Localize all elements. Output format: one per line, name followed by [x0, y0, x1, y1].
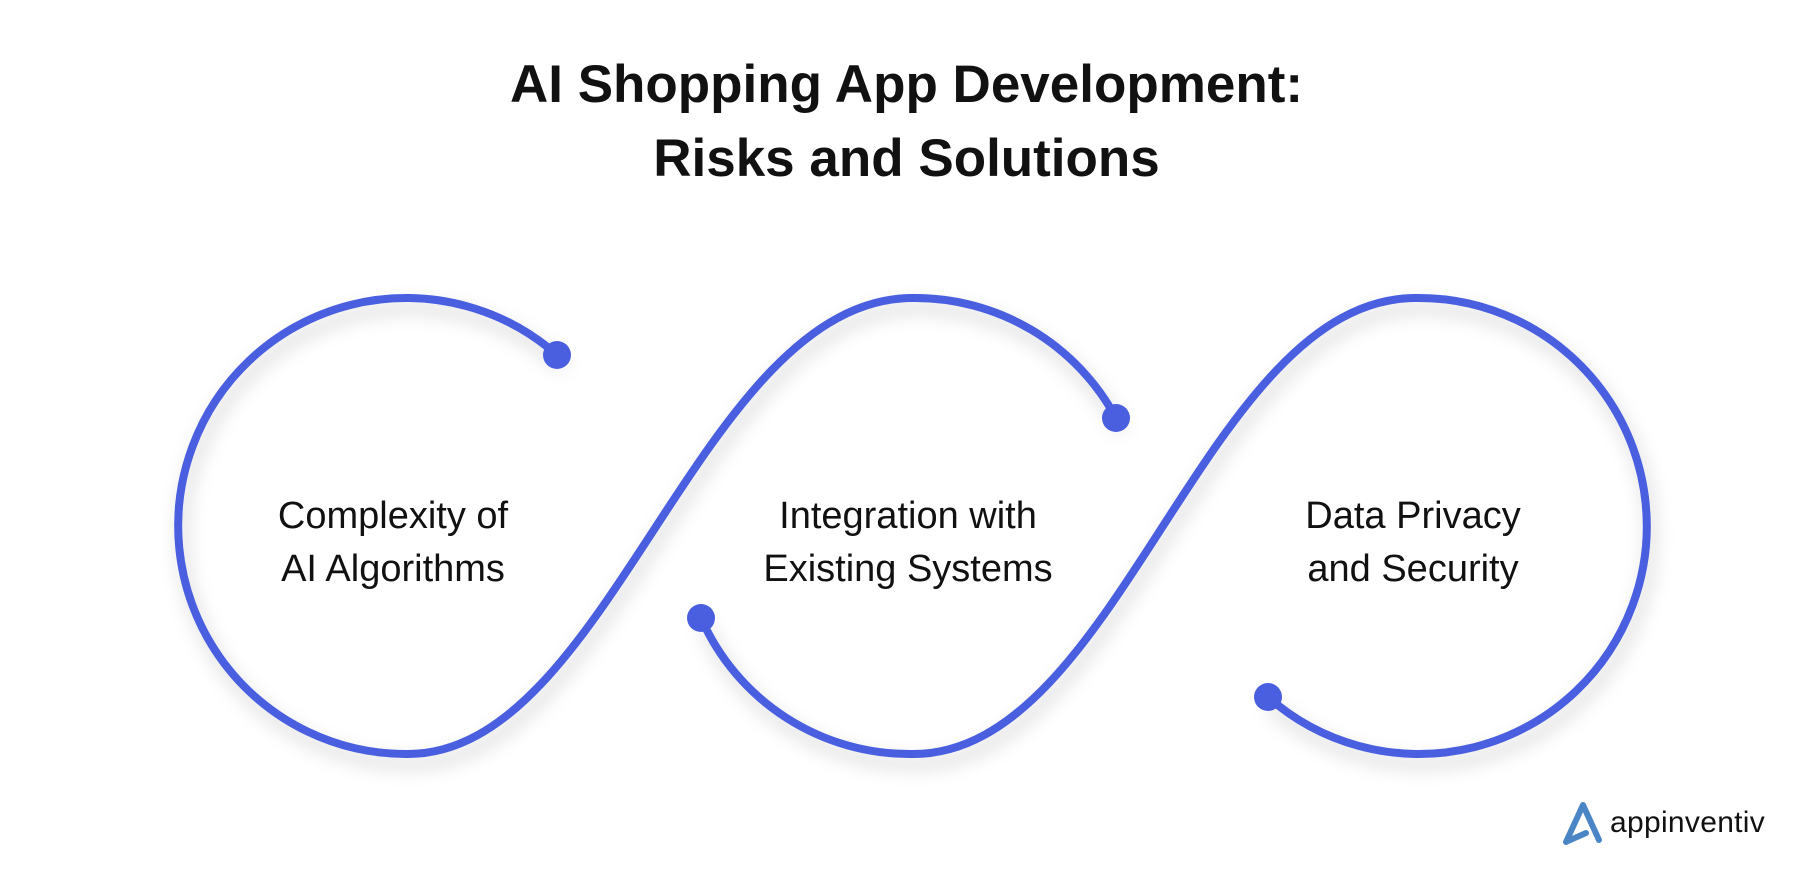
- step-3-line-2: and Security: [1307, 548, 1519, 590]
- title-line-2: Risks and Solutions: [653, 129, 1160, 188]
- brand-name: appinventiv: [1610, 806, 1766, 839]
- step-2-line-2: Existing Systems: [763, 548, 1053, 590]
- step-2-line-1: Integration with: [779, 495, 1037, 537]
- step-1-line-1: Complexity of: [277, 495, 509, 537]
- endpoint-dot: [543, 341, 571, 369]
- step-label-3: Data Privacy and Security: [1223, 490, 1603, 596]
- step-1-line-2: AI Algorithms: [281, 548, 505, 590]
- appinventiv-logo-icon: [1563, 802, 1602, 845]
- wave-path-1: [174, 293, 1120, 759]
- page-title: AI Shopping App Development: Risks and S…: [0, 48, 1813, 196]
- step-label-2: Integration with Existing Systems: [718, 490, 1098, 596]
- title-line-1: AI Shopping App Development:: [509, 55, 1303, 114]
- endpoint-dot: [687, 604, 715, 632]
- endpoint-dot: [1102, 404, 1130, 432]
- endpoint-dot: [1254, 683, 1282, 711]
- step-3-line-1: Data Privacy: [1305, 495, 1521, 537]
- wave-path-2: [697, 293, 1651, 759]
- brand-logo: appinventiv: [1562, 800, 1765, 846]
- step-label-1: Complexity of AI Algorithms: [203, 490, 583, 596]
